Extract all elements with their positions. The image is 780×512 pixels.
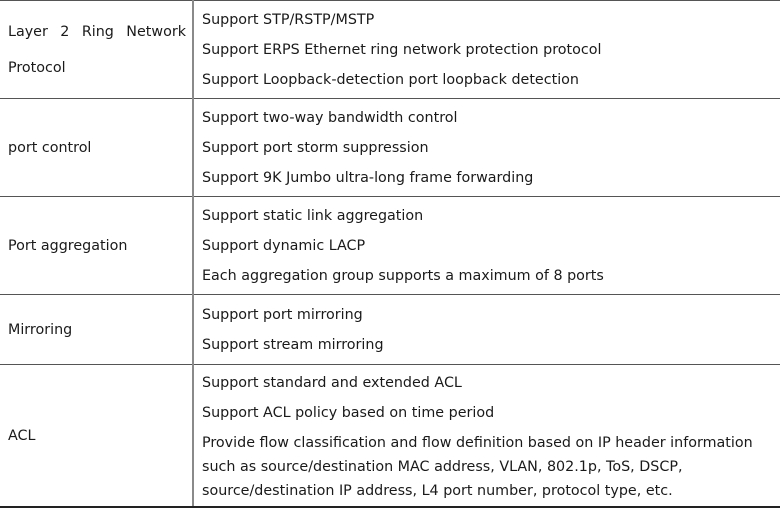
feature-item: Support port mirroring (202, 306, 363, 323)
feature-cell: Support port mirroring Support stream mi… (193, 294, 780, 365)
feature-item: Support two-way bandwidth control (202, 109, 458, 126)
feature-item: Support stream mirroring (202, 336, 384, 353)
feature-item: Support ACL policy based on time period (202, 405, 495, 421)
category-cell: ACL (0, 364, 194, 508)
table-row: Port aggregation Support static link agg… (0, 196, 780, 295)
feature-item: Support dynamic LACP (202, 237, 366, 254)
feature-item: Support ERPS Ethernet ring network prote… (202, 41, 602, 58)
feature-cell: Support standard and extended ACL Suppor… (193, 364, 780, 508)
feature-item: Provide flow classification and flow def… (202, 435, 753, 499)
feature-cell: Support two-way bandwidth control Suppor… (193, 98, 780, 197)
table-row: Layer 2 Ring Network Protocol Support ST… (0, 0, 780, 99)
feature-item: Support Loopback-detection port loopback… (202, 71, 579, 88)
feature-item: Each aggregation group supports a maximu… (202, 267, 604, 284)
category-cell: Mirroring (0, 294, 194, 365)
category-cell: Port aggregation (0, 196, 194, 295)
feature-item: Support static link aggregation (202, 207, 424, 224)
category-cell: Layer 2 Ring Network Protocol (0, 0, 194, 99)
table-row: port control Support two-way bandwidth c… (0, 98, 780, 197)
feature-cell: Support STP/RSTP/MSTP Support ERPS Ether… (193, 0, 780, 99)
feature-item: Support STP/RSTP/MSTP (202, 11, 375, 28)
category-cell: port control (0, 98, 194, 197)
feature-item: Support port storm suppression (202, 139, 429, 156)
feature-cell: Support static link aggregation Support … (193, 196, 780, 295)
table-row: ACL Support standard and extended ACL Su… (0, 364, 780, 508)
feature-item: Support standard and extended ACL (202, 375, 462, 391)
table-row: Mirroring Support port mirroring Support… (0, 294, 780, 365)
feature-item: Support 9K Jumbo ultra-long frame forwar… (202, 169, 534, 186)
